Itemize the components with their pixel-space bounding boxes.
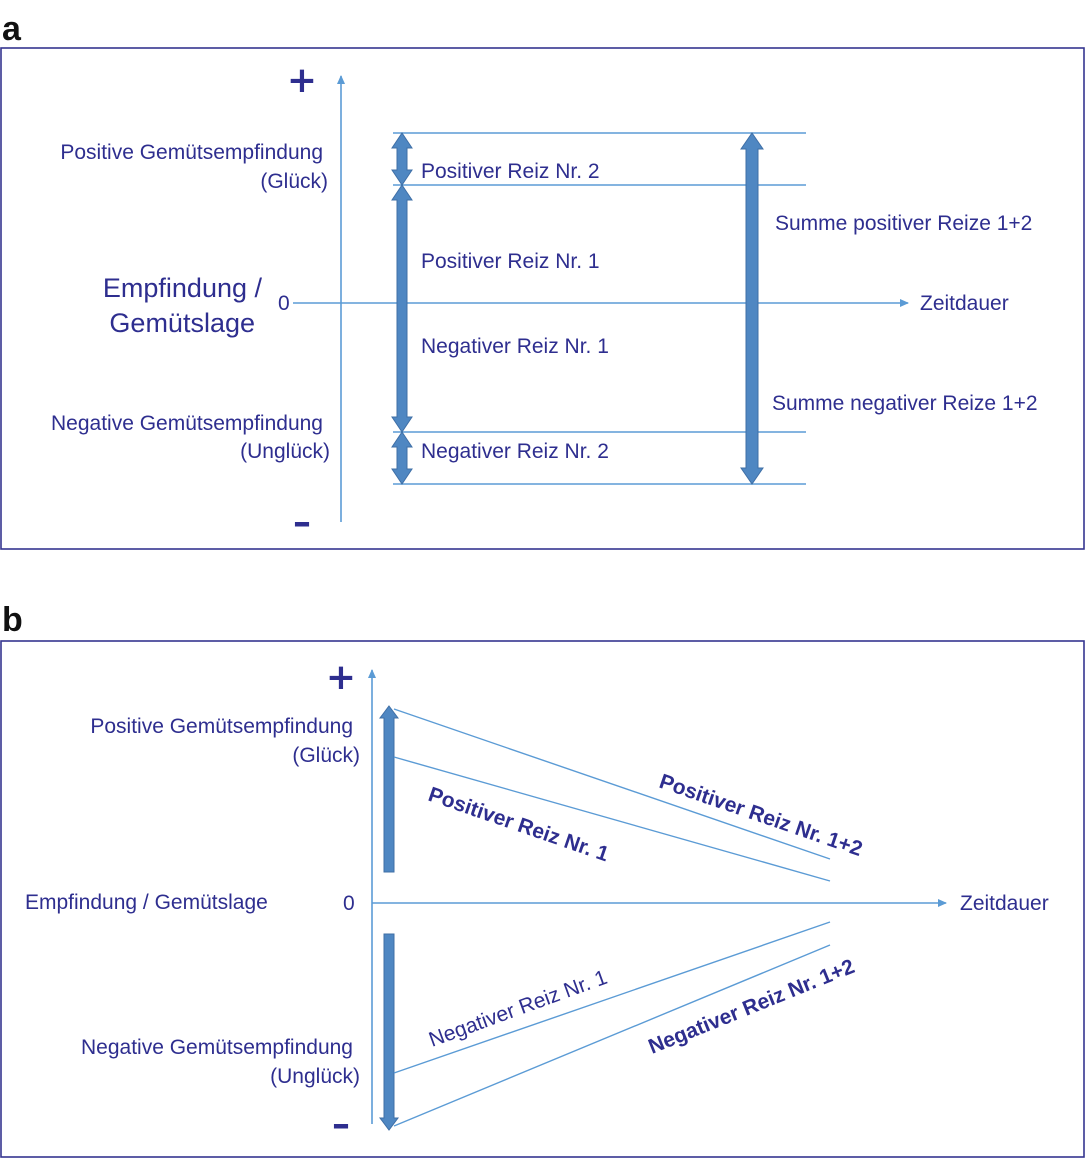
panel-a-axis-title-line2: Gemütslage — [109, 308, 255, 338]
panel-b-positive-label: Positive Gemütsempfindung — [90, 715, 353, 738]
panel-a: a + – Positive Gemütsempfindung (Glück) … — [0, 10, 1085, 550]
panel-b-positive-label-sub: (Glück) — [292, 744, 360, 767]
panel-a-x-axis-label: Zeitdauer — [920, 292, 1009, 315]
panel-a-frame — [0, 47, 1085, 550]
panel-a-positive-label-sub: (Glück) — [260, 170, 328, 193]
panel-a-sum-negative-label: Summe negativer Reize 1+2 — [772, 392, 1038, 415]
panel-b-positive-1-label: Positiver Reiz Nr. 1 — [425, 783, 612, 866]
panel-a-arrow-stimulus-1 — [391, 184, 413, 433]
panel-a-axis-title-line1: Empfindung / — [103, 273, 263, 303]
panel-a-zero: 0 — [278, 292, 290, 315]
panel-b-negative-12-label: Negativer Reiz Nr. 1+2 — [645, 955, 858, 1059]
panel-b-zero: 0 — [343, 892, 355, 915]
panel-a-positive-2-label: Positiver Reiz Nr. 2 — [421, 160, 600, 183]
panel-b-line-positive-12 — [393, 708, 831, 860]
panel-a-negative-2-label: Negativer Reiz Nr. 2 — [421, 440, 609, 463]
panel-b-line-positive-1 — [393, 756, 831, 882]
panel-a-negative-label: Negative Gemütsempfindung — [51, 412, 323, 435]
panel-b-minus-sign: – — [332, 1104, 350, 1145]
panel-b-bar-positive — [379, 705, 399, 873]
panel-b-x-axis-label: Zeitdauer — [960, 892, 1049, 915]
panel-b-axis-title: Empfindung / Gemütslage — [25, 891, 268, 914]
panel-a-plus-sign: + — [287, 60, 317, 101]
panel-b-negative-label-sub: (Unglück) — [270, 1065, 360, 1088]
panel-b-plus-sign: + — [326, 657, 356, 698]
panel-b-line-negative-12 — [393, 944, 831, 1127]
panel-a-sum-positive-label: Summe positiver Reize 1+2 — [775, 212, 1032, 235]
panel-b-line-negative-1 — [393, 921, 831, 1074]
panel-a-negative-1-label: Negativer Reiz Nr. 1 — [421, 335, 609, 358]
panel-b-letter: b — [2, 601, 23, 639]
panel-a-arrow-positive-2 — [391, 132, 413, 186]
panel-b: b + – Positive Gemütsempfindung (Glück) … — [0, 601, 1085, 1158]
panel-a-arrow-sum — [740, 132, 764, 485]
panel-a-positive-label: Positive Gemütsempfindung — [60, 141, 323, 164]
panel-a-letter: a — [2, 10, 22, 48]
panel-b-frame — [0, 640, 1085, 1158]
panel-b-negative-1-label: Negativer Reiz Nr. 1 — [426, 966, 610, 1052]
panel-b-negative-label: Negative Gemütsempfindung — [81, 1036, 353, 1059]
panel-a-positive-1-label: Positiver Reiz Nr. 1 — [421, 250, 600, 273]
panel-a-arrow-negative-2 — [391, 431, 413, 485]
panel-a-negative-label-sub: (Unglück) — [240, 440, 330, 463]
panel-b-bar-negative — [379, 933, 399, 1131]
panel-b-positive-12-label: Positiver Reiz Nr. 1+2 — [656, 770, 865, 861]
panel-a-minus-sign: – — [293, 502, 311, 543]
